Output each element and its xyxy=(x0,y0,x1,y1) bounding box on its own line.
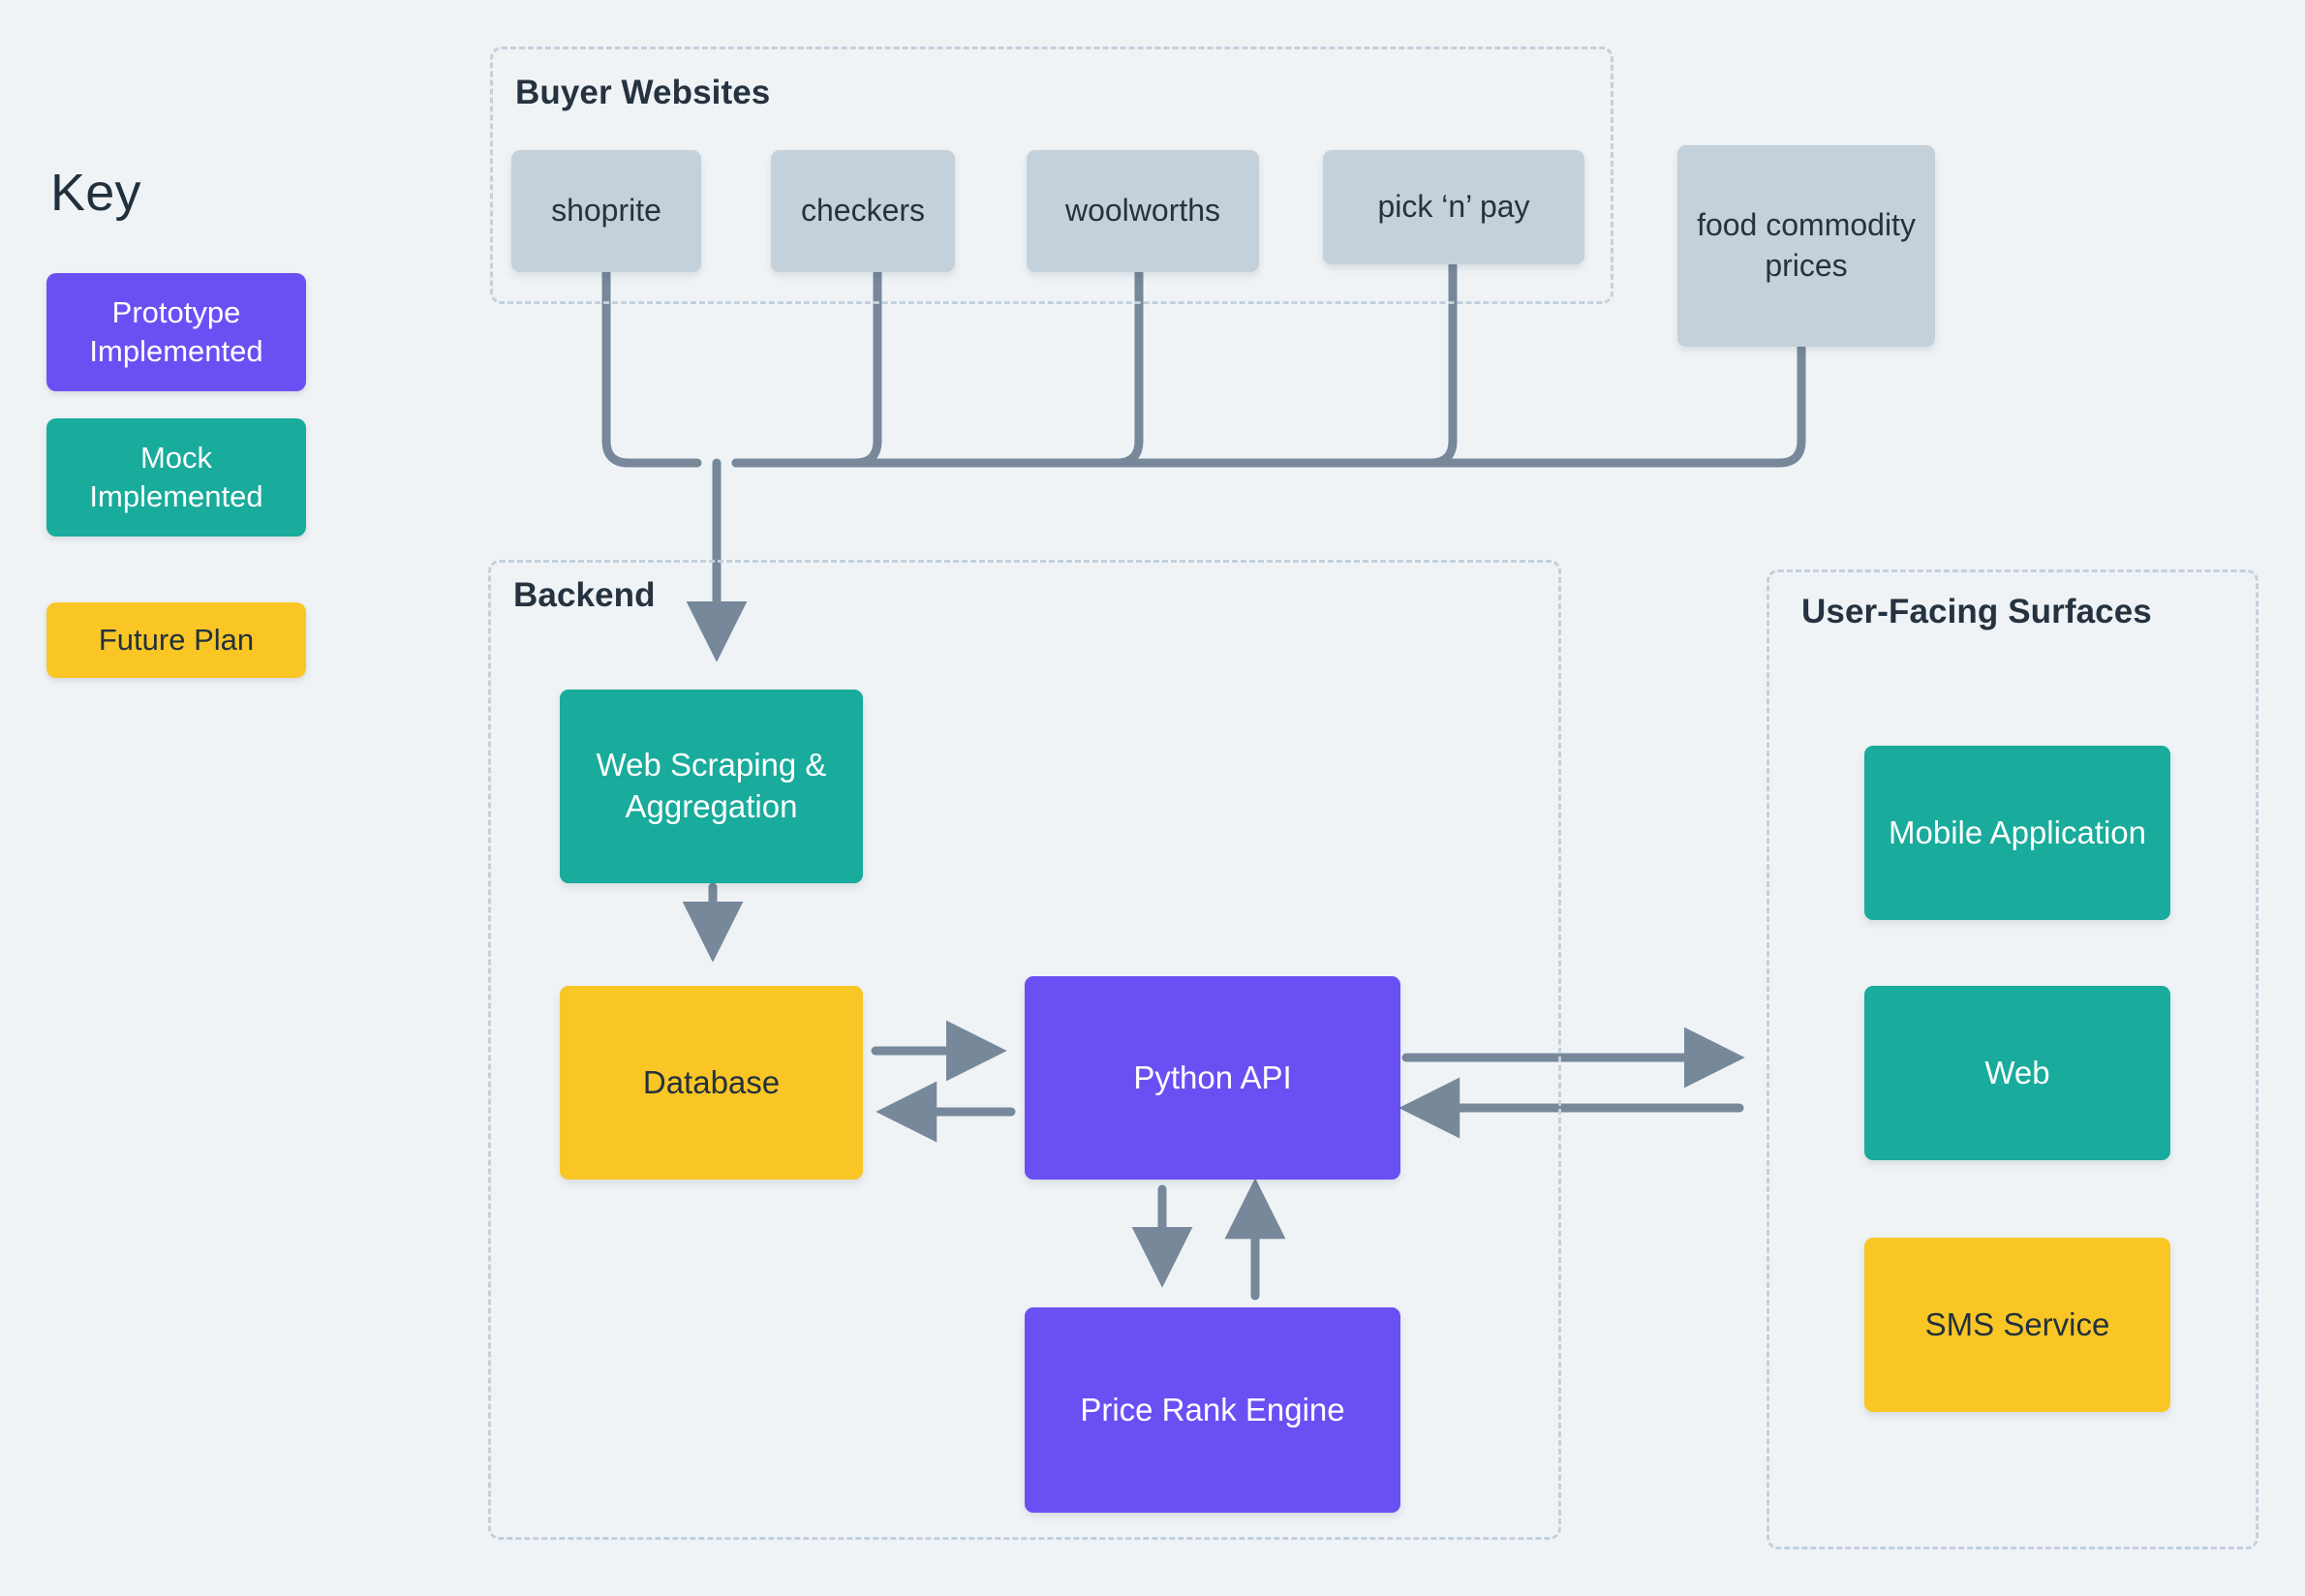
node-database-label: Database xyxy=(642,1063,781,1100)
node-checkers-label: checkers xyxy=(800,193,926,229)
node-food-commodity-prices-label: food commodity prices xyxy=(1697,207,1916,283)
node-sms-service-label: SMS Service xyxy=(1924,1305,2110,1342)
node-shoprite[interactable]: shoprite xyxy=(511,150,701,272)
key-chip-mock-implemented: Mock Implemented xyxy=(46,418,306,537)
node-pick-n-pay-label: pick ‘n’ pay xyxy=(1377,189,1530,225)
key-title: Key xyxy=(50,164,141,222)
node-woolworths-label: woolworths xyxy=(1064,193,1221,229)
node-python-api[interactable]: Python API xyxy=(1025,976,1400,1180)
group-user-facing-surfaces-title: User-Facing Surfaces xyxy=(1801,593,2152,630)
node-mobile-application[interactable]: Mobile Application xyxy=(1864,746,2170,920)
node-price-rank-engine-label: Price Rank Engine xyxy=(1080,1391,1345,1427)
edge-commodity-to-scraping xyxy=(731,342,1806,468)
node-food-commodity-prices[interactable]: food commodity prices xyxy=(1677,145,1935,347)
key-chip-future-label: Future Plan xyxy=(98,623,255,658)
group-backend xyxy=(488,560,1561,1540)
node-shoprite-label: shoprite xyxy=(551,193,661,229)
node-web-label: Web xyxy=(1984,1054,2050,1090)
group-user-facing-surfaces xyxy=(1767,569,2259,1550)
node-python-api-label: Python API xyxy=(1133,1059,1292,1095)
key-chip-prototype-implemented: Prototype Implemented xyxy=(46,273,306,391)
node-web[interactable]: Web xyxy=(1864,986,2170,1160)
node-woolworths[interactable]: woolworths xyxy=(1027,150,1259,272)
node-sms-service[interactable]: SMS Service xyxy=(1864,1238,2170,1412)
group-buyer-websites xyxy=(490,46,1614,304)
key-chip-prototype-label: Prototype Implemented xyxy=(89,295,263,368)
key-chip-future-plan: Future Plan xyxy=(46,602,306,678)
node-checkers[interactable]: checkers xyxy=(771,150,955,272)
node-pick-n-pay[interactable]: pick ‘n’ pay xyxy=(1323,150,1584,264)
node-web-scraping-aggregation[interactable]: Web Scraping & Aggregation xyxy=(560,690,863,883)
node-database[interactable]: Database xyxy=(560,986,863,1180)
node-mobile-application-label: Mobile Application xyxy=(1889,813,2146,850)
key-chip-mock-label: Mock Implemented xyxy=(89,441,263,513)
node-web-scraping-aggregation-label: Web Scraping & Aggregation xyxy=(596,747,827,824)
group-backend-title: Backend xyxy=(513,576,656,614)
node-price-rank-engine[interactable]: Price Rank Engine xyxy=(1025,1307,1400,1513)
group-buyer-websites-title: Buyer Websites xyxy=(515,74,771,111)
